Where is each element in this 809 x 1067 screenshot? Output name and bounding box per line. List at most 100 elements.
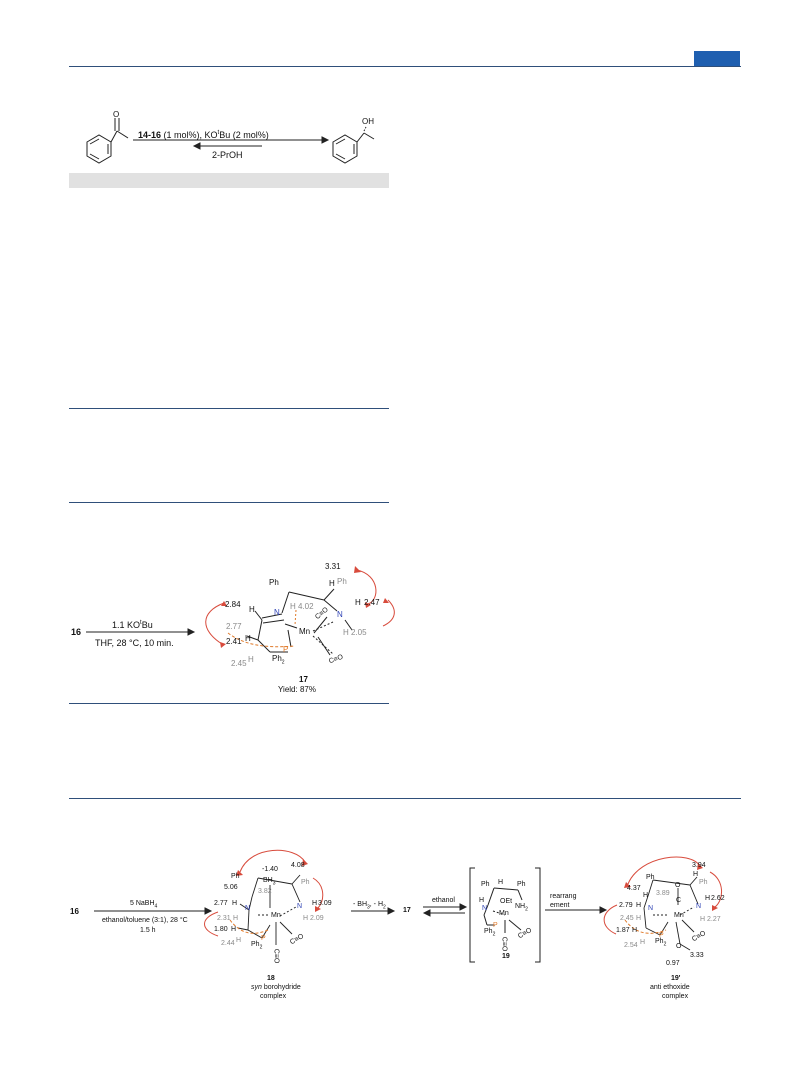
c18-H-d: H bbox=[236, 937, 242, 944]
scheme3-solvent: ethanol/toluene (3:1), 28 °C bbox=[102, 917, 188, 924]
c18-H209: H 2.09 bbox=[303, 915, 324, 922]
section-rule-3 bbox=[69, 703, 389, 704]
scheme2-reagent: 1.1 KOtBu bbox=[112, 620, 153, 630]
h-2-47-h: H bbox=[355, 598, 361, 607]
mn-label: Mn bbox=[299, 627, 311, 636]
c19p-v333: 3.33 bbox=[690, 952, 704, 959]
compound-18-label: 18 bbox=[267, 975, 275, 982]
imine-n-label: N bbox=[274, 608, 280, 617]
c18-Ph2: Ph2 bbox=[251, 941, 263, 951]
c18-N1: N bbox=[245, 905, 251, 912]
c19p-Ph2: Ph2 bbox=[655, 938, 667, 948]
c19p-v097: 0.97 bbox=[666, 960, 680, 967]
ph-top-label: Ph bbox=[269, 578, 279, 587]
c19p-H-b: H bbox=[636, 902, 642, 909]
c19p-Mn: Mn bbox=[674, 912, 684, 919]
c18-N2: N bbox=[297, 903, 303, 910]
c19-Ph2: Ph2 bbox=[484, 928, 496, 938]
c18-caption-1: syn borohydride bbox=[251, 984, 301, 991]
shift-2-45: 2.45 bbox=[231, 659, 247, 668]
scheme2-conditions: THF, 28 °C, 10 min. bbox=[95, 638, 174, 648]
header-rule bbox=[69, 66, 741, 67]
c19p-v254: 2.54 bbox=[624, 942, 638, 949]
c18-v309: 3.09 bbox=[318, 900, 332, 907]
c19p-v279: 2.79 bbox=[619, 902, 633, 909]
ethanol-label: ethanol bbox=[432, 897, 455, 904]
c19p-C-label: C bbox=[676, 897, 682, 904]
h-c-label: H bbox=[249, 605, 255, 614]
c19p-v245: 2.45 bbox=[620, 915, 634, 922]
section-rule-1 bbox=[69, 408, 389, 409]
c18-H-b: H bbox=[233, 915, 239, 922]
shift-2-77: 2.77 bbox=[226, 622, 242, 631]
scheme3-reagent: 5 NaBH4 bbox=[130, 900, 158, 910]
c19p-N1: N bbox=[648, 905, 654, 912]
c18-H-c: H bbox=[231, 926, 237, 933]
scheme3-time: 1.5 h bbox=[140, 927, 156, 934]
c18-v244: 2.44 bbox=[221, 940, 235, 947]
c19p-P: P bbox=[659, 932, 664, 939]
c19-ph2: Ph bbox=[517, 881, 526, 888]
h-2-05-label: H 2.05 bbox=[343, 628, 367, 637]
catalyst-label: 14-16 bbox=[138, 130, 162, 140]
arrow2-label: - BH3, - H2 bbox=[353, 901, 386, 911]
ph2-label: Ph2 bbox=[272, 654, 285, 666]
c19p-v262: 2.62 bbox=[711, 895, 725, 902]
rearrangement-label-2: ement bbox=[550, 902, 570, 909]
ketone-oxygen: O bbox=[113, 110, 120, 119]
h-left-label: H bbox=[245, 634, 251, 643]
c19p-H-c: H bbox=[636, 915, 642, 922]
compound-19-label: 19 bbox=[502, 953, 510, 960]
h-upper-label: H bbox=[329, 579, 335, 588]
ph-grey-label: Ph bbox=[337, 577, 347, 586]
compound-19p-label: 19' bbox=[671, 975, 681, 982]
section-rule-2 bbox=[69, 502, 389, 503]
scheme1-conditions-top: 14-16 (1 mol%), KOtBu (2 mol%) bbox=[138, 130, 269, 140]
c19-N: N bbox=[482, 905, 488, 912]
c18-P: P bbox=[261, 935, 266, 942]
c19p-O-label: O bbox=[675, 882, 681, 889]
c18-v506: 5.06 bbox=[224, 884, 238, 891]
c18-caption-2: complex bbox=[260, 993, 287, 1000]
c19-nh2: NH2 bbox=[515, 903, 528, 913]
compound-17-label: 17 bbox=[299, 675, 308, 684]
amine-n-label: N bbox=[337, 610, 343, 619]
c19p-v394: 3.94 bbox=[692, 862, 706, 869]
shift-2-41: 2.41 bbox=[226, 637, 242, 646]
c19p-N2: N bbox=[696, 903, 702, 910]
compound-17-ref: 17 bbox=[403, 907, 411, 914]
c19p-H-a: H bbox=[643, 892, 649, 899]
c19p-H-e: H bbox=[640, 939, 646, 946]
c19p-caption-1: anti ethoxide bbox=[650, 984, 690, 991]
phosphorus-label: P bbox=[283, 645, 289, 654]
yield-label: Yield: 87% bbox=[278, 685, 316, 694]
c18-v408: 4.08 bbox=[291, 862, 305, 869]
c19p-ph: Ph bbox=[646, 874, 655, 881]
c19-H2: H bbox=[479, 897, 485, 904]
c19p-ph-grey: Ph bbox=[699, 879, 708, 886]
c19p-H-top: H bbox=[693, 871, 699, 878]
c18-v277: 2.77 bbox=[214, 900, 228, 907]
c18-ph-grey: Ph bbox=[301, 879, 310, 886]
product-oh-label: OH bbox=[362, 117, 374, 126]
c18-Mn: Mn bbox=[271, 912, 281, 919]
c18-v180: 1.80 bbox=[214, 926, 228, 933]
section-rule-4 bbox=[69, 798, 741, 799]
c18-ph: Ph bbox=[231, 873, 240, 880]
c18-CO-a: C≡O bbox=[272, 948, 280, 964]
c19p-caption-2: complex bbox=[662, 993, 689, 1000]
c18-v382: 3.82 bbox=[258, 888, 272, 895]
c19p-v437: 4.37 bbox=[627, 885, 641, 892]
c19-Mn: Mn bbox=[499, 910, 509, 917]
c19-P: P bbox=[493, 922, 498, 929]
c19p-H227: H 2.27 bbox=[700, 916, 721, 923]
c19-oet: OEt bbox=[500, 898, 513, 905]
c19p-v187: 1.87 bbox=[616, 927, 630, 934]
h-4-02-label: H 4.02 bbox=[290, 602, 314, 611]
shift-2-47: 2.47 bbox=[364, 598, 380, 607]
scheme2-start-compound: 16 bbox=[71, 627, 82, 637]
c19-H1: H bbox=[498, 879, 504, 886]
